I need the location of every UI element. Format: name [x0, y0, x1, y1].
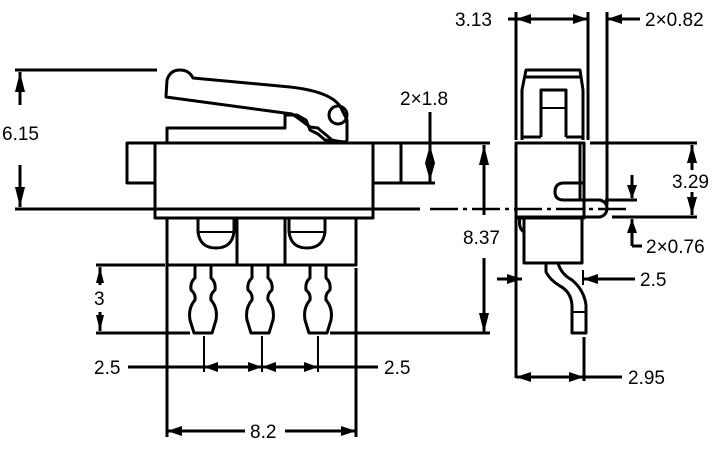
- dim-overall-height: 6.15: [2, 124, 39, 145]
- lower-housing: [165, 218, 358, 267]
- front-dimensions: 6.15 2×1.8 8.37 3 2.5: [2, 68, 500, 443]
- mount-ear-right: [371, 141, 403, 185]
- dim-pin-pitch-right: 2.5: [384, 358, 410, 379]
- half-circle-left: [196, 218, 236, 250]
- pin-3: [303, 266, 333, 335]
- half-circle-right: [287, 218, 327, 250]
- pin-1: [188, 266, 218, 335]
- dim-body-depth: 3.13: [455, 10, 492, 31]
- mount-ear-left: [125, 141, 157, 185]
- dim-pin-depth: 2.95: [628, 368, 665, 389]
- side-actuator-window: [539, 88, 568, 137]
- pin-2: [245, 266, 275, 335]
- dim-actuator-height: 3.29: [672, 172, 709, 193]
- dim-pin-length: 3: [94, 289, 105, 310]
- switch-body: [153, 141, 375, 220]
- actuator-lever: [164, 68, 349, 145]
- side-bent-pin: [544, 262, 588, 335]
- side-hook: [516, 181, 609, 219]
- side-dimensions: 3.13 2×0.82 3.29 2×0.76 2.5: [455, 10, 709, 389]
- dim-slot-height: 2×0.76: [646, 237, 705, 258]
- lever-pivot: [327, 104, 349, 126]
- front-view: [15, 68, 420, 335]
- dim-pin-pitch-left: 2.5: [94, 358, 120, 379]
- dim-body-width: 8.2: [250, 422, 276, 443]
- dim-mount-hole-height: 2×1.8: [400, 89, 448, 110]
- dim-total-height: 8.37: [463, 228, 500, 249]
- housing-top: [165, 113, 346, 144]
- side-actuator: [520, 68, 585, 140]
- side-view: [430, 68, 630, 335]
- side-body: [514, 141, 586, 220]
- dim-hole-offset: 2×0.82: [645, 10, 704, 31]
- side-lower-body: [522, 216, 584, 265]
- dim-pin-offset: 2.5: [640, 270, 666, 291]
